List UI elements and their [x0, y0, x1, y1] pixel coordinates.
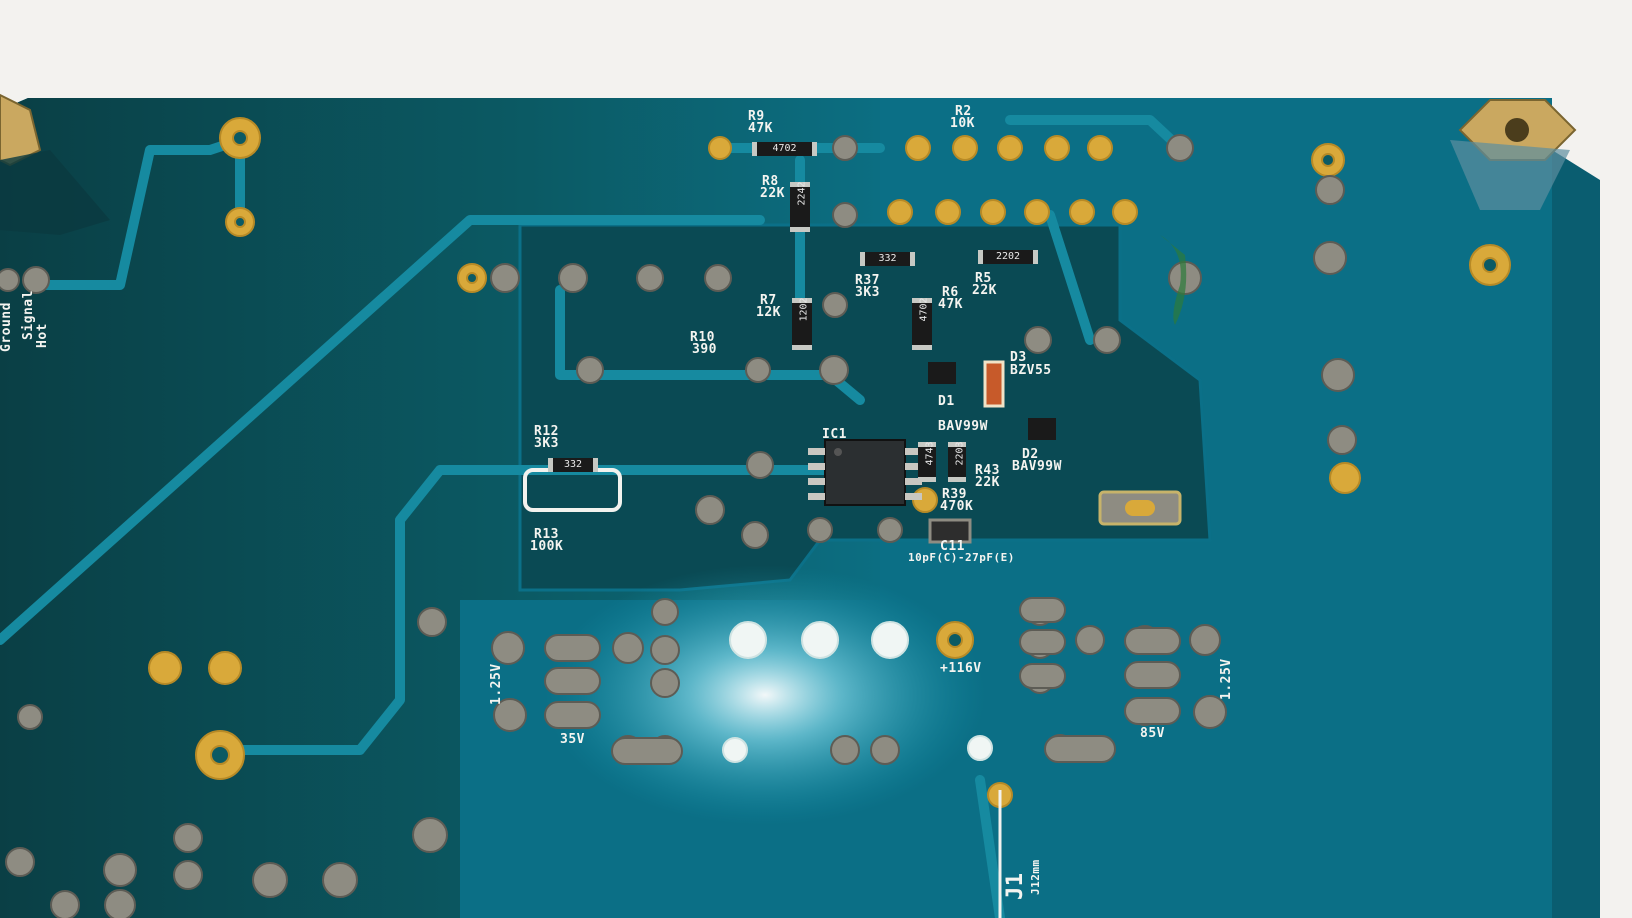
label-d2-value: BAV99W	[1012, 459, 1062, 474]
label-r13: R13	[534, 527, 559, 542]
label-hot: Hot	[35, 323, 50, 348]
label-r37-value: 3K3	[855, 285, 880, 300]
label-r9-value: 47K	[748, 121, 773, 136]
label-d3: D3	[1010, 350, 1027, 365]
label-85v: 85V	[1140, 726, 1165, 741]
resistor-r6: 4702	[912, 297, 932, 350]
label-r10-value: 390	[692, 342, 717, 357]
label-r2: R2	[955, 104, 972, 119]
label-r39: R39	[942, 487, 967, 502]
resistor-r7: 1202	[792, 297, 812, 350]
label-d1-value: BAV99W	[938, 419, 988, 434]
label-c11-value: 10pF(C)-27pF(E)	[908, 551, 1015, 564]
label-r6-value: 47K	[938, 297, 963, 312]
label-r10: R10	[690, 330, 715, 345]
brass-standoffs	[0, 93, 1577, 235]
label-r13-value: 100K	[530, 539, 564, 554]
copper-pour	[518, 223, 1212, 592]
resistor-r43: 2203	[948, 441, 966, 482]
label-r43: R43	[975, 463, 1000, 478]
label-r5: R5	[975, 271, 992, 286]
label-r2-value: 10K	[950, 116, 975, 131]
label-r7-value: 12K	[756, 305, 781, 320]
ic-chip	[808, 439, 922, 506]
label-c11: C11	[940, 539, 965, 554]
label-r39-value: 470K	[940, 499, 974, 514]
sot-packages	[928, 360, 1182, 544]
label-d1: D1	[938, 394, 955, 409]
resistor-r9: 4702	[752, 142, 817, 156]
label-r8-value: 22K	[760, 186, 785, 201]
resistor-r39: 4743	[918, 441, 936, 482]
label-j1: J1	[1003, 872, 1028, 901]
bright-pads	[722, 621, 993, 763]
label-1-25v-right: 1.25V	[1219, 658, 1234, 700]
label-d3-value: BZV55	[1010, 363, 1052, 378]
resistor-r5: 2202	[978, 250, 1038, 264]
pill-pads	[544, 597, 1181, 765]
label-r12: R12	[534, 424, 559, 439]
label-1-25v-left: 1.25V	[489, 663, 504, 705]
resistor-r37: 332	[860, 252, 915, 266]
resistor-r12: 332	[548, 458, 598, 472]
light-glare	[545, 565, 985, 825]
label-ic1: IC1	[822, 427, 847, 442]
label-r5-value: 22K	[972, 283, 997, 298]
board-edge	[1552, 150, 1600, 918]
flux-stain	[1160, 235, 1187, 325]
label-r12-value: 3K3	[534, 436, 559, 451]
label-r7: R7	[760, 293, 777, 308]
gold-pads	[148, 117, 1511, 808]
label-ground: Ground	[0, 302, 14, 352]
label-r9: R9	[748, 109, 765, 124]
label-r37: R37	[855, 273, 880, 288]
label-d2: D2	[1022, 447, 1039, 462]
label-r43-value: 22K	[975, 475, 1000, 490]
label-r8: R8	[762, 174, 779, 189]
label-116v: +116V	[940, 661, 982, 676]
resistor-r8: 2242	[790, 181, 810, 232]
label-signal: Signal	[21, 290, 36, 340]
label-35v: 35V	[560, 732, 585, 747]
label-r6: R6	[942, 285, 959, 300]
label-j1-sub: J12mm	[1029, 859, 1042, 895]
